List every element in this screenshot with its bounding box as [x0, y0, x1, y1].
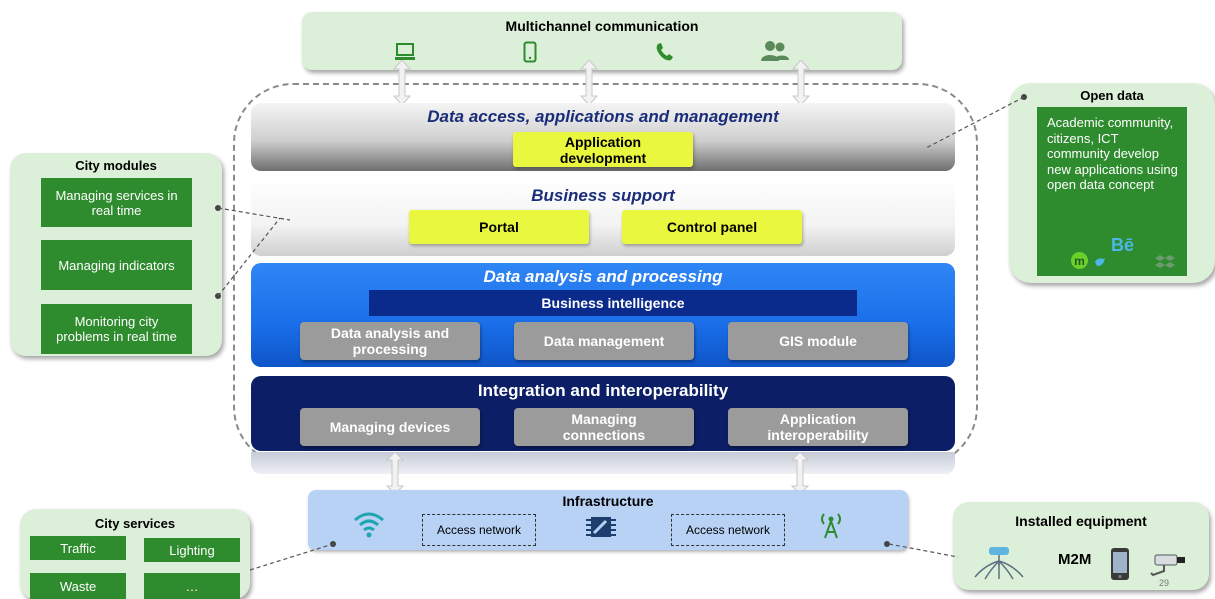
arrow-infra-2	[790, 452, 810, 494]
data-access-title: Data access, applications and management	[427, 107, 779, 126]
laptop-icon	[395, 43, 415, 60]
phone-icon	[656, 43, 673, 61]
infrastructure-panel: Infrastructure Access network Access net…	[308, 490, 908, 550]
open-data-panel: Open data Academic community, citizens, …	[1009, 83, 1215, 283]
control-panel-box: Control panel	[622, 210, 802, 244]
arrow-infra-1	[385, 452, 405, 494]
connector-city-services	[249, 543, 334, 571]
smartphone-icon	[523, 41, 537, 63]
chip-icon	[586, 517, 616, 537]
access-network-1: Access network	[422, 514, 536, 546]
managing-connections-box: Managing connections	[514, 408, 694, 446]
portal-box: Portal	[409, 210, 589, 244]
users-icon	[761, 41, 789, 61]
gis-module-box: GIS module	[728, 322, 908, 360]
city-modules-panel: City modules Managing services in real t…	[10, 153, 222, 356]
m2m-label: M2M	[1058, 551, 1092, 568]
city-services-panel: City services Traffic Lighting Waste …	[20, 509, 250, 599]
city-services-title: City services	[94, 516, 176, 531]
behance-icon: Bē	[1111, 235, 1135, 255]
open-data-title: Open data	[1080, 88, 1144, 103]
data-access-layer: Data access, applications and management…	[251, 103, 955, 171]
managing-services-box: Managing services in real time	[41, 178, 192, 227]
wifi-icon	[354, 512, 384, 538]
bottom-shadow-strip	[251, 452, 955, 474]
infra-dot-right	[884, 541, 890, 547]
business-intelligence-bar: Business intelligence	[369, 290, 857, 316]
data-analysis-layer: Data analysis and processing Business in…	[251, 263, 955, 367]
integration-title: Integration and interoperability	[477, 381, 729, 400]
camera-icon	[1150, 554, 1185, 577]
bird-icon	[1095, 258, 1105, 266]
managing-devices-box: Managing devices	[300, 408, 480, 446]
meetup-icon: m	[1071, 252, 1088, 269]
antenna-icon	[821, 513, 841, 539]
business-support-layer: Business support Portal Control panel	[251, 178, 955, 256]
connector-city-modules-1	[217, 207, 291, 221]
traffic-box: Traffic	[30, 536, 126, 560]
lighting-box: Lighting	[144, 538, 240, 562]
open-data-box: Academic community, citizens, ICT commun…	[1037, 107, 1187, 276]
data-analysis-box: Data analysis and processing	[300, 322, 480, 360]
infrastructure-title: Infrastructure	[562, 493, 654, 509]
access-network-2: Access network	[671, 514, 785, 546]
business-support-title: Business support	[531, 186, 675, 205]
open-data-text: Academic community, citizens, ICT commun…	[1047, 115, 1178, 192]
installed-equipment-title: Installed equipment	[1015, 513, 1147, 529]
multichannel-title: Multichannel communication	[505, 18, 699, 34]
arrow-channel-2	[579, 60, 599, 105]
app-interoperability-box: Application interoperability	[728, 408, 908, 446]
network-hub-icon	[974, 547, 1024, 580]
dropbox-icon	[1155, 255, 1175, 268]
page-number: 29	[1159, 578, 1170, 588]
monitoring-problems-box: Monitoring city problems in real time	[41, 304, 192, 354]
connector-city-modules-2	[217, 217, 281, 297]
more-services-box: …	[144, 573, 240, 599]
integration-layer: Integration and interoperability Managin…	[251, 376, 955, 451]
app-development-box: Application development	[513, 132, 693, 167]
connector-open-data	[925, 96, 1025, 149]
city-modules-title: City modules	[75, 158, 157, 173]
arrow-channel-3	[791, 60, 811, 105]
connector-installed-equipment	[888, 543, 959, 558]
managing-indicators-box: Managing indicators	[41, 240, 192, 290]
data-analysis-title: Data analysis and processing	[483, 267, 723, 286]
mobile-device-icon	[1111, 548, 1129, 580]
arrow-channel-1	[392, 60, 412, 105]
waste-box: Waste	[30, 573, 126, 599]
installed-equipment-panel: Installed equipment M2M 29	[953, 502, 1209, 590]
data-management-box: Data management	[514, 322, 694, 360]
